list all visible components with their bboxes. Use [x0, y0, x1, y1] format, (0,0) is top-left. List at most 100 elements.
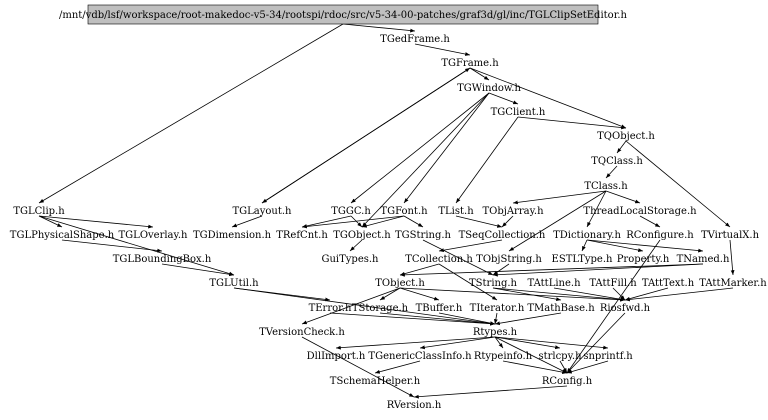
edges [38, 23, 735, 399]
edge-rtypeinfo-h-to-rconfig-h [502, 360, 568, 375]
edge-tobject-h-to-tversioncheck-h [301, 287, 401, 325]
edge-tgobject-h-to-guitypes-h [349, 239, 363, 252]
edge-tglclip-h-to-tglutil-h [38, 215, 235, 276]
edge-tglutil-h-to-rtypes-h [233, 287, 496, 326]
edge-tgwindow-h-to-tgclient-h [488, 92, 519, 105]
node-tglphysicalshape-h[interactable]: TGLPhysicalShape.h [10, 230, 115, 241]
node-tqclass-h[interactable]: TQClass.h [591, 156, 643, 167]
node-rconfig-h[interactable]: RConfig.h [542, 376, 593, 387]
edge-rtypes-h-to-snprintf-h [494, 336, 609, 350]
edge-tgframe-h-to-tgwindow-h [469, 67, 490, 81]
node-tschemahelper-h[interactable]: TSchemaHelper.h [330, 376, 421, 387]
edge-tatttext-h-to-riosfwd-h [624, 287, 669, 301]
node-tattfill-h[interactable]: TAttFill.h [589, 278, 637, 289]
node-tglayout-h[interactable]: TGLayout.h [232, 206, 292, 217]
node-terror-h[interactable]: TError.h [309, 303, 352, 314]
node-tcollection-h[interactable]: TCollection.h [405, 254, 473, 265]
node-rtypes-h[interactable]: Rtypes.h [473, 327, 518, 338]
node-rconfigure-h[interactable]: RConfigure.h [626, 230, 694, 241]
edge-rtypes-h-to-strlcpy-h [494, 336, 561, 350]
node-property-h[interactable]: Property.h [617, 254, 670, 265]
node-tgwindow-h[interactable]: TGWindow.h [457, 83, 521, 94]
edge-tseqcollection-h-to-tcollection-h [438, 239, 503, 253]
root-node-box [87, 4, 599, 25]
edge-strlcpy-h-to-rconfig-h [559, 360, 568, 374]
node-tgstring-h[interactable]: TGString.h [395, 230, 452, 241]
node-tobject-h[interactable]: TObject.h [375, 278, 425, 289]
node-tgenericclassinfo-h[interactable]: TGenericClassInfo.h [368, 351, 472, 362]
edge-tcollection-h-to-titerator-h [438, 263, 498, 301]
node-threadlocalstorage-h[interactable]: ThreadLocalStorage.h [583, 206, 697, 217]
node-tversioncheck-h[interactable]: TVersionCheck.h [259, 327, 345, 338]
node-tobjstring-h[interactable]: TObjString.h [476, 254, 542, 265]
edge-tgclient-h-to-tqobject-h [517, 116, 627, 130]
node-tstorage-h[interactable]: TStorage.h [352, 303, 409, 314]
node-tgframe-h[interactable]: TGFrame.h [441, 58, 499, 69]
node-snprintf-h[interactable]: snprintf.h [583, 351, 633, 362]
edge-tstring-h-to-riosfwd-h [492, 287, 626, 302]
edge-rtypes-h-to-rconfig-h [494, 336, 568, 374]
node-tlist-h[interactable]: TList.h [438, 206, 474, 217]
edge-tdictionary-h-to-estltype-h [581, 239, 588, 252]
node-tglclip-h[interactable]: TGLClip.h [13, 206, 65, 217]
node-tobjarray-h[interactable]: TObjArray.h [482, 206, 544, 217]
edge-tdictionary-h-to-tnamed-h [586, 239, 704, 253]
edge-titerator-h-to-rtypes-h [493, 312, 498, 325]
node-strlcpy-h[interactable]: strlcpy.h [538, 351, 582, 362]
edge-terror-h-to-rtypes-h [329, 312, 496, 326]
node-trefcnt-h[interactable]: TRefCnt.h [276, 230, 328, 241]
edge-tmathbase-h-to-rtypes-h [494, 312, 562, 326]
edge-tgclient-h-to-tlist-h [455, 116, 519, 204]
node-tvirtualx-h[interactable]: TVirtualX.h [701, 230, 760, 241]
edge-tglclip-h-to-tglphysicalshape-h [38, 215, 63, 228]
node-riosfwd-h[interactable]: Riosfwd.h [600, 303, 651, 314]
node-estltype-h[interactable]: ESTLType.h [552, 254, 613, 265]
edge-tobject-h-to-tbuffer-h [399, 287, 440, 301]
root-node-title[interactable]: /mnt/vdb/lsf/workspace/root-makedoc-v5-3… [59, 10, 628, 21]
node-tgdimension-h[interactable]: TGDimension.h [193, 230, 272, 241]
node-tattline-h[interactable]: TAttLine.h [527, 278, 581, 289]
node-tclass-h[interactable]: TClass.h [584, 181, 628, 192]
node-tgclient-h[interactable]: TGClient.h [491, 107, 546, 118]
edge-tgedframe-h-to-tgframe-h [414, 43, 471, 56]
edge-rconfigure-h-to-rconfig-h [566, 239, 661, 374]
edge-tclass-h-to-tobjarray-h [512, 190, 607, 205]
edge-snprintf-h-to-rconfig-h [566, 360, 609, 374]
node-guitypes-h[interactable]: GuiTypes.h [321, 254, 379, 265]
node-tglboundingbox-h[interactable]: TGLBoundingBox.h [113, 254, 212, 265]
edge-tgstring-h-to-tstring-h [422, 239, 494, 276]
edge-tqobject-h-to-tvirtualx-h [625, 140, 731, 228]
node-tqobject-h[interactable]: TQObject.h [597, 131, 655, 142]
node-tattmarker-h[interactable]: TAttMarker.h [699, 278, 767, 289]
edge-riosfwd-h-to-rconfig-h [566, 312, 626, 374]
edge-tbuffer-h-to-rtypes-h [438, 312, 496, 325]
node-tstring-h[interactable]: TString.h [469, 278, 518, 289]
node-tgobject-h[interactable]: TGObject.h [333, 230, 391, 241]
node-tdictionary-h[interactable]: TDictionary.h [553, 230, 621, 241]
node-tgloverlay-h[interactable]: TGLOverlay.h [119, 230, 189, 241]
edge-rtypes-h-to-dllimport-h [335, 336, 496, 350]
edge-tgwindow-h-to-tgobject-h [361, 92, 490, 228]
edge-tgwindow-h-to-tgfont-h [403, 92, 490, 204]
node-tggc-h[interactable]: TGGC.h [331, 206, 371, 217]
edge-tgframe-h-to-tqobject-h [469, 67, 627, 129]
node-tgedframe-h[interactable]: TGedFrame.h [380, 34, 450, 45]
node-rtypeinfo-h[interactable]: Rtypeinfo.h [474, 351, 533, 362]
edge-rtypes-h-to-tgenericclassinfo-h [419, 336, 496, 350]
node-tgfont-h[interactable]: TGFont.h [380, 206, 428, 217]
node-tmathbase-h[interactable]: TMathBase.h [527, 303, 595, 314]
edge-tglboundingbox-h-to-tglutil-h [161, 263, 235, 277]
node-titerator-h[interactable]: TIterator.h [470, 303, 525, 314]
node-tseqcollection-h[interactable]: TSeqCollection.h [459, 230, 546, 241]
node-dllimport-h[interactable]: DllImport.h [307, 351, 366, 362]
edge-tattline-h-to-riosfwd-h [553, 287, 626, 302]
edge-tqclass-h-to-tclass-h [605, 165, 618, 179]
node-rversion-h[interactable]: RVersion.h [387, 400, 442, 411]
node-tatttext-h[interactable]: TAttText.h [642, 278, 695, 289]
node-tglutil-h[interactable]: TGLUtil.h [209, 278, 259, 289]
node-tnamed-h[interactable]: TNamed.h [677, 254, 730, 265]
edge-tgwindow-h-to-tggc-h [350, 92, 490, 204]
node-tbuffer-h[interactable]: TBuffer.h [416, 303, 463, 314]
edge-tcollection-h-to-tobject-h [399, 263, 440, 276]
